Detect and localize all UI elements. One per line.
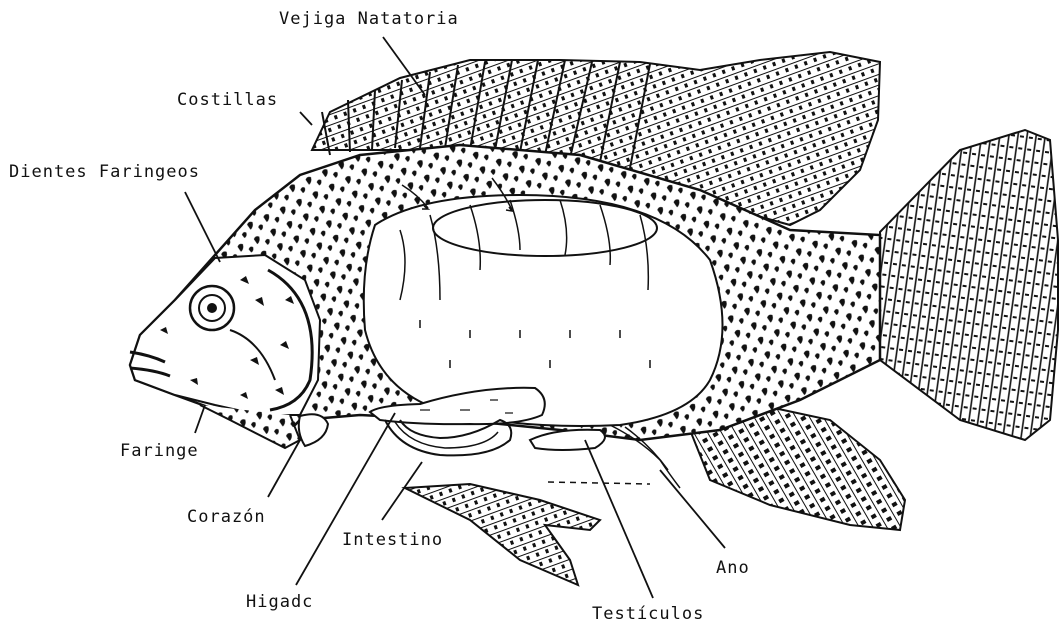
leader-dientes	[185, 192, 220, 262]
label-dientes-faringeos: Dientes Faringeos	[9, 162, 200, 182]
label-testiculos: Testículos	[592, 604, 704, 624]
heart	[299, 414, 328, 446]
head	[130, 255, 320, 415]
testicles	[530, 430, 605, 450]
leader-costillas	[300, 112, 312, 125]
label-higado: Higadc	[246, 592, 313, 612]
label-intestino: Intestino	[342, 530, 443, 550]
label-corazon: Corazón	[187, 507, 266, 527]
label-faringe: Faringe	[120, 441, 199, 461]
swim-bladder	[433, 200, 657, 256]
label-vejiga-natatoria: Vejiga Natatoria	[279, 9, 459, 29]
leader-faringe	[195, 405, 205, 433]
label-costillas: Costillas	[177, 90, 278, 110]
label-ano: Ano	[716, 558, 750, 578]
caudal-fin	[880, 130, 1058, 440]
